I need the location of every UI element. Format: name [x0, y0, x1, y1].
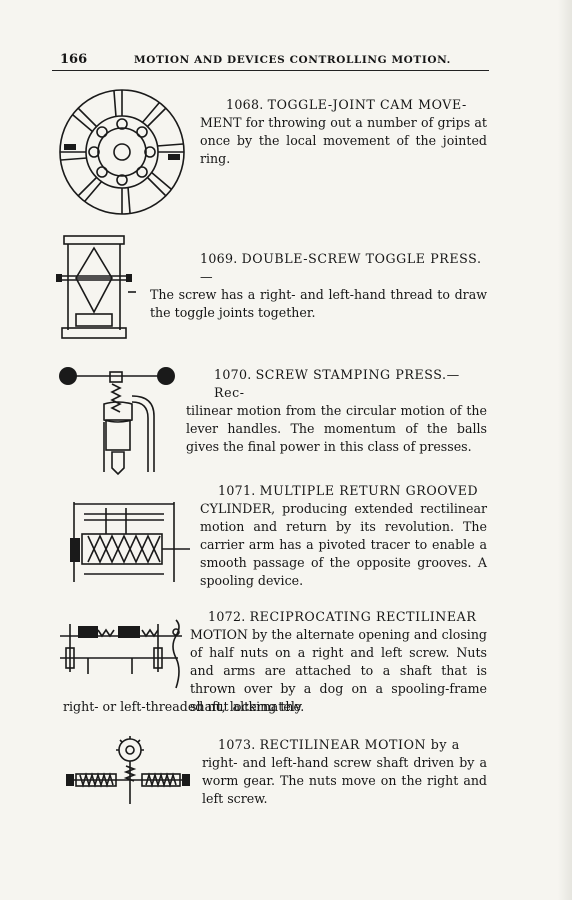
entry-title: SCREW STAMPING PRESS.—Rec-	[214, 367, 460, 400]
figure-grooved-cylinder	[70, 502, 190, 582]
page-number: 166	[60, 52, 88, 67]
entry-1073: 1073. RECTILINEAR MOTION by a right- and…	[202, 736, 487, 808]
entry-title: RECTILINEAR MOTION by a	[259, 737, 460, 752]
entry-body: The screw has a right- and left-hand thr…	[150, 287, 487, 320]
figure-reciprocating-half-nuts	[60, 619, 182, 689]
entry-1072-continuation: right- or left-threaded nut alternately.	[63, 699, 305, 714]
running-title: MOTION AND DEVICES CONTROLLING MOTION.	[134, 54, 451, 66]
running-header: 166 MOTION AND DEVICES CONTROLLING MOTIO…	[52, 50, 489, 71]
entry-body: right- and left-hand screw shaft driven …	[202, 755, 487, 806]
entry-1072: 1072. RECIPROCATING RECTILINEAR MOTION b…	[190, 608, 487, 716]
entry-1068: 1068. TOGGLE-JOINT CAM MOVE- MENT for th…	[200, 96, 487, 168]
entry-body: MENT for throwing out a number of grips …	[200, 115, 487, 166]
figure-double-screw-toggle-press	[56, 235, 136, 339]
entry-title: DOUBLE-SCREW TOGGLE PRESS.—	[200, 251, 482, 284]
entry-body: CYLINDER, producing extended rectilinear…	[200, 501, 487, 588]
entry-title: MULTIPLE RETURN GROOVED	[259, 483, 479, 498]
figure-screw-stamping-press	[59, 367, 175, 476]
entry-1071: 1071. MULTIPLE RETURN GROOVED CYLINDER, …	[200, 482, 487, 590]
entry-number: 1071.	[218, 483, 256, 498]
entry-number: 1069.	[200, 251, 238, 266]
entry-body: tilinear motion from the circular motion…	[186, 403, 487, 454]
page-edge-shadow	[558, 0, 572, 900]
entry-body: MOTION by the alternate opening and clos…	[190, 627, 487, 714]
entry-number: 1072.	[208, 609, 246, 624]
entry-title: TOGGLE-JOINT CAM MOVE-	[267, 97, 467, 112]
entry-number: 1070.	[214, 367, 252, 382]
entry-1069: 1069. DOUBLE-SCREW TOGGLE PRESS.— The sc…	[150, 250, 487, 322]
entry-number: 1068.	[226, 97, 264, 112]
entry-title: RECIPROCATING RECTILINEAR	[249, 609, 477, 624]
entry-number: 1073.	[218, 737, 256, 752]
entry-1070: 1070. SCREW STAMPING PRESS.—Rec- tilinea…	[186, 366, 487, 456]
figure-toggle-joint-cam	[59, 89, 185, 215]
figure-worm-gear-screw	[66, 736, 190, 804]
